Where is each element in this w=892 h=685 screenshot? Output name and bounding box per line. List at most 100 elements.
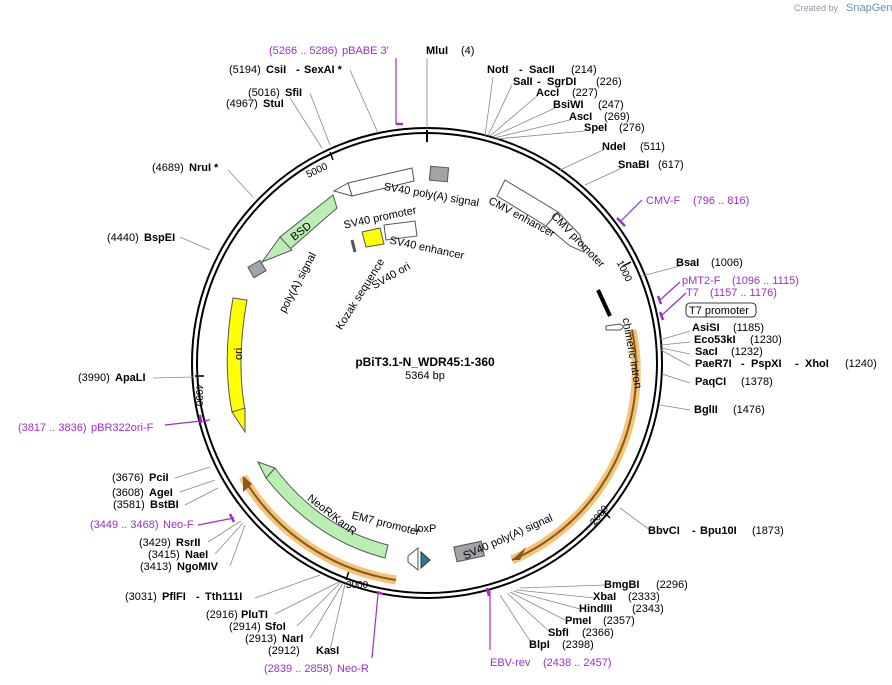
site-naei[interactable]: NaeI [185,549,208,561]
primer-leader-lines [164,58,687,659]
site-bglii-pos: (1476) [733,404,765,416]
sv40-ori-box[interactable] [361,227,385,248]
site-bstbi[interactable]: BstBI [150,499,179,511]
site-paer7i-dash1: - [741,358,745,370]
site-rsrii[interactable]: RsrII [176,537,200,549]
site-sfii-pos: (5016) [248,87,280,99]
primer-pbr322ori-f[interactable]: pBR322ori-F [91,422,154,434]
site-nari[interactable]: NarI [282,633,303,645]
site-apali-pos: (3990) [78,372,110,384]
site-blpi-pos: (2398) [562,639,594,651]
site-bspei[interactable]: BspEI [144,232,175,244]
site-spei[interactable]: SpeI [584,122,607,134]
site-pcii[interactable]: PciI [149,472,169,484]
site-mlui[interactable]: MluI [426,45,448,57]
site-hindiii[interactable]: HindIII [579,603,613,615]
site-sbfi[interactable]: SbfI [548,627,569,639]
site-stui-pos: (4967) [226,98,258,110]
tick-mark [329,151,334,161]
site-apali[interactable]: ApaLI [115,372,146,384]
site-ngomiv[interactable]: NgoMIV [177,561,219,573]
kozak-mark [350,239,357,253]
neor-kanr-arrow[interactable] [265,467,389,559]
feature-label: SV40 poly(A) signal [461,512,554,562]
site-bsiwi-pos: (247) [598,99,624,111]
site-paer7i[interactable]: PaeR7I [695,358,732,370]
site-acci-pos: (227) [572,87,598,99]
site-bsiwi[interactable]: BsiWI [553,99,584,111]
site-blpi[interactable]: BlpI [529,639,550,651]
site-eco53ki[interactable]: Eco53kI [694,334,736,346]
site-sali-pos: (226) [596,76,622,88]
site-pflfi-pos: (3031) [125,591,157,603]
site-paer7i-dash2: - [795,358,799,370]
chimeric-intron-bar[interactable] [596,289,612,317]
site-asci[interactable]: AscI [569,111,592,123]
t7-promoter-arrow[interactable] [605,323,625,331]
site-tth111i[interactable]: Tth111I [205,591,242,603]
site-ndei-pos: (511) [640,141,665,153]
site-kasi[interactable]: KasI [316,645,339,657]
primer-pmt2-f[interactable]: pMT2-F [682,275,721,287]
site-snabi[interactable]: SnaBI [618,159,649,171]
site-sfoi-pos: (2914) [229,621,261,633]
site-agei[interactable]: AgeI [149,487,173,499]
sv40-promoter-arrowhead [332,182,353,197]
feature-label: SV40 enhancer [388,235,465,263]
site-pspxi[interactable]: PspXI [751,358,782,370]
site-acci[interactable]: AccI [536,87,559,99]
tick-mark [345,570,350,581]
site-pmei-pos: (2357) [603,615,635,627]
site-sexai[interactable]: SexAI * [304,64,343,76]
primer-t7[interactable]: T7 [686,287,699,299]
site-sacii[interactable]: SacII [529,64,555,76]
site-stui[interactable]: StuI [263,98,284,110]
sv40-polya-bottom-box[interactable] [453,540,485,563]
site-noti[interactable]: NotI [487,64,508,76]
site-xbai[interactable]: XbaI [593,591,616,603]
site-asisi[interactable]: AsiSI [692,322,720,334]
bsd-arrowhead [260,236,293,264]
insert-orf-arc [511,329,638,561]
site-bsai[interactable]: BsaI [676,257,699,269]
site-bglii[interactable]: BglII [694,404,718,416]
feature-label: CMV promoter [548,210,607,270]
site-agei-pos: (3608) [112,487,144,499]
site-xhoi[interactable]: XhoI [805,358,829,370]
tick-3000: 3000 [346,580,369,591]
site-sgrdi[interactable]: SgrDI [547,76,576,88]
site-pmei[interactable]: PmeI [565,615,591,627]
site-sfoi[interactable]: SfoI [265,621,286,633]
sv40-enhancer-box[interactable] [383,220,418,241]
site-bbvci-dash: - [692,525,696,537]
site-ndei[interactable]: NdeI [602,141,626,153]
polya-box[interactable] [247,259,267,279]
primer-neo-r[interactable]: Neo-R [337,663,369,675]
site-nrui[interactable]: NruI * [189,162,219,174]
site-sfii[interactable]: SfiI [285,87,302,99]
site-bbvci[interactable]: BbvCI [648,525,680,537]
cmv-promoter-arrow[interactable] [545,211,585,253]
em7-promoter-arrow[interactable] [407,546,419,572]
loxp-arrow[interactable] [420,550,431,570]
primer-ebv-rev[interactable]: EBV-rev [490,657,531,669]
site-bmgbi[interactable]: BmgBI [604,579,639,591]
site-sali[interactable]: SalI [513,76,533,88]
primer-pbabe3[interactable]: pBABE 3' [342,45,389,57]
site-paqci[interactable]: PaqCI [695,376,726,388]
site-pluti[interactable]: PluTI [241,609,268,621]
tick-mark [622,261,632,267]
site-bpu10i[interactable]: Bpu10I [700,525,737,537]
site-pflfi[interactable]: PflFI [162,591,186,603]
bsd-arrow[interactable] [279,194,338,250]
site-noti-pos: (214) [571,64,597,76]
site-csii[interactable]: CsiI [266,64,286,76]
site-paer7i-pos: (1240) [845,358,877,370]
primer-neo-f[interactable]: Neo-F [163,519,194,531]
primer-cmv-f[interactable]: CMV-F [646,195,681,207]
site-naei-pos: (3415) [148,549,180,561]
feature-label: Kozak sequence [334,257,387,332]
sv40-polya-top-box[interactable] [428,165,450,183]
site-saci[interactable]: SacI [695,346,718,358]
site-sali-dash: - [537,76,541,88]
